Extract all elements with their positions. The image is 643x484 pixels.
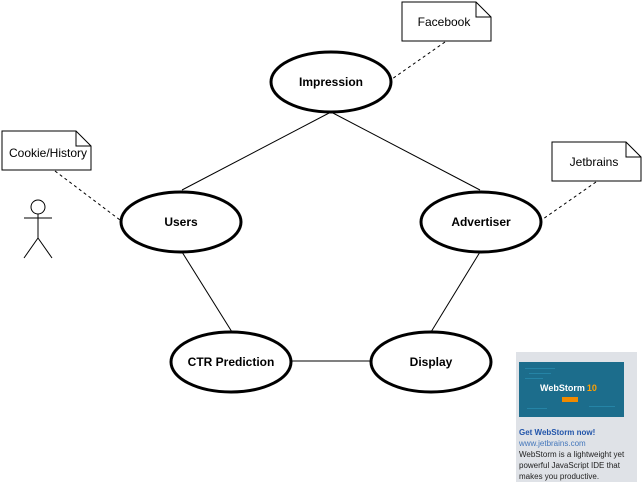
ad-body-text: WebStorm is a lightweight yet powerful J… [519,450,625,481]
edge-advertiser-display [430,251,481,333]
use-case-display[interactable]: Display [369,330,493,394]
edge-impression-users [181,111,332,191]
facebook-note-text: Facebook [418,15,472,29]
note-link-jetbrains [542,181,597,220]
note-jetbrains[interactable]: Jetbrains [551,141,642,182]
note-facebook[interactable]: Facebook [401,1,492,42]
edge-users-ctr [181,251,233,333]
impression-label: Impression [299,75,363,89]
ad-url-link[interactable]: www.jetbrains.com [519,439,586,448]
users-label: Users [164,215,198,229]
use-case-ctr-prediction[interactable]: CTR Prediction [169,330,293,394]
logo-name: WebStorm [540,383,585,393]
use-case-users[interactable]: Users [119,190,243,254]
ad-headline-link[interactable]: Get WebStorm now! [519,428,596,437]
logo-version: 10 [586,383,597,393]
actor-icon[interactable] [23,199,53,259]
advertiser-label: Advertiser [451,215,511,229]
note-link-cookie [54,170,121,221]
ctr-prediction-label: CTR Prediction [188,355,275,369]
note-cookie-history[interactable]: Cookie/History [1,130,92,171]
note-link-facebook [391,41,446,80]
display-label: Display [410,355,453,369]
jetbrains-note-text: Jetbrains [570,155,619,169]
ad-download-button[interactable] [562,397,578,402]
use-case-advertiser[interactable]: Advertiser [419,190,543,254]
use-case-impression[interactable]: Impression [269,50,393,114]
cookie-history-note-text: Cookie/History [9,146,87,160]
edge-impression-advertiser [330,111,481,191]
